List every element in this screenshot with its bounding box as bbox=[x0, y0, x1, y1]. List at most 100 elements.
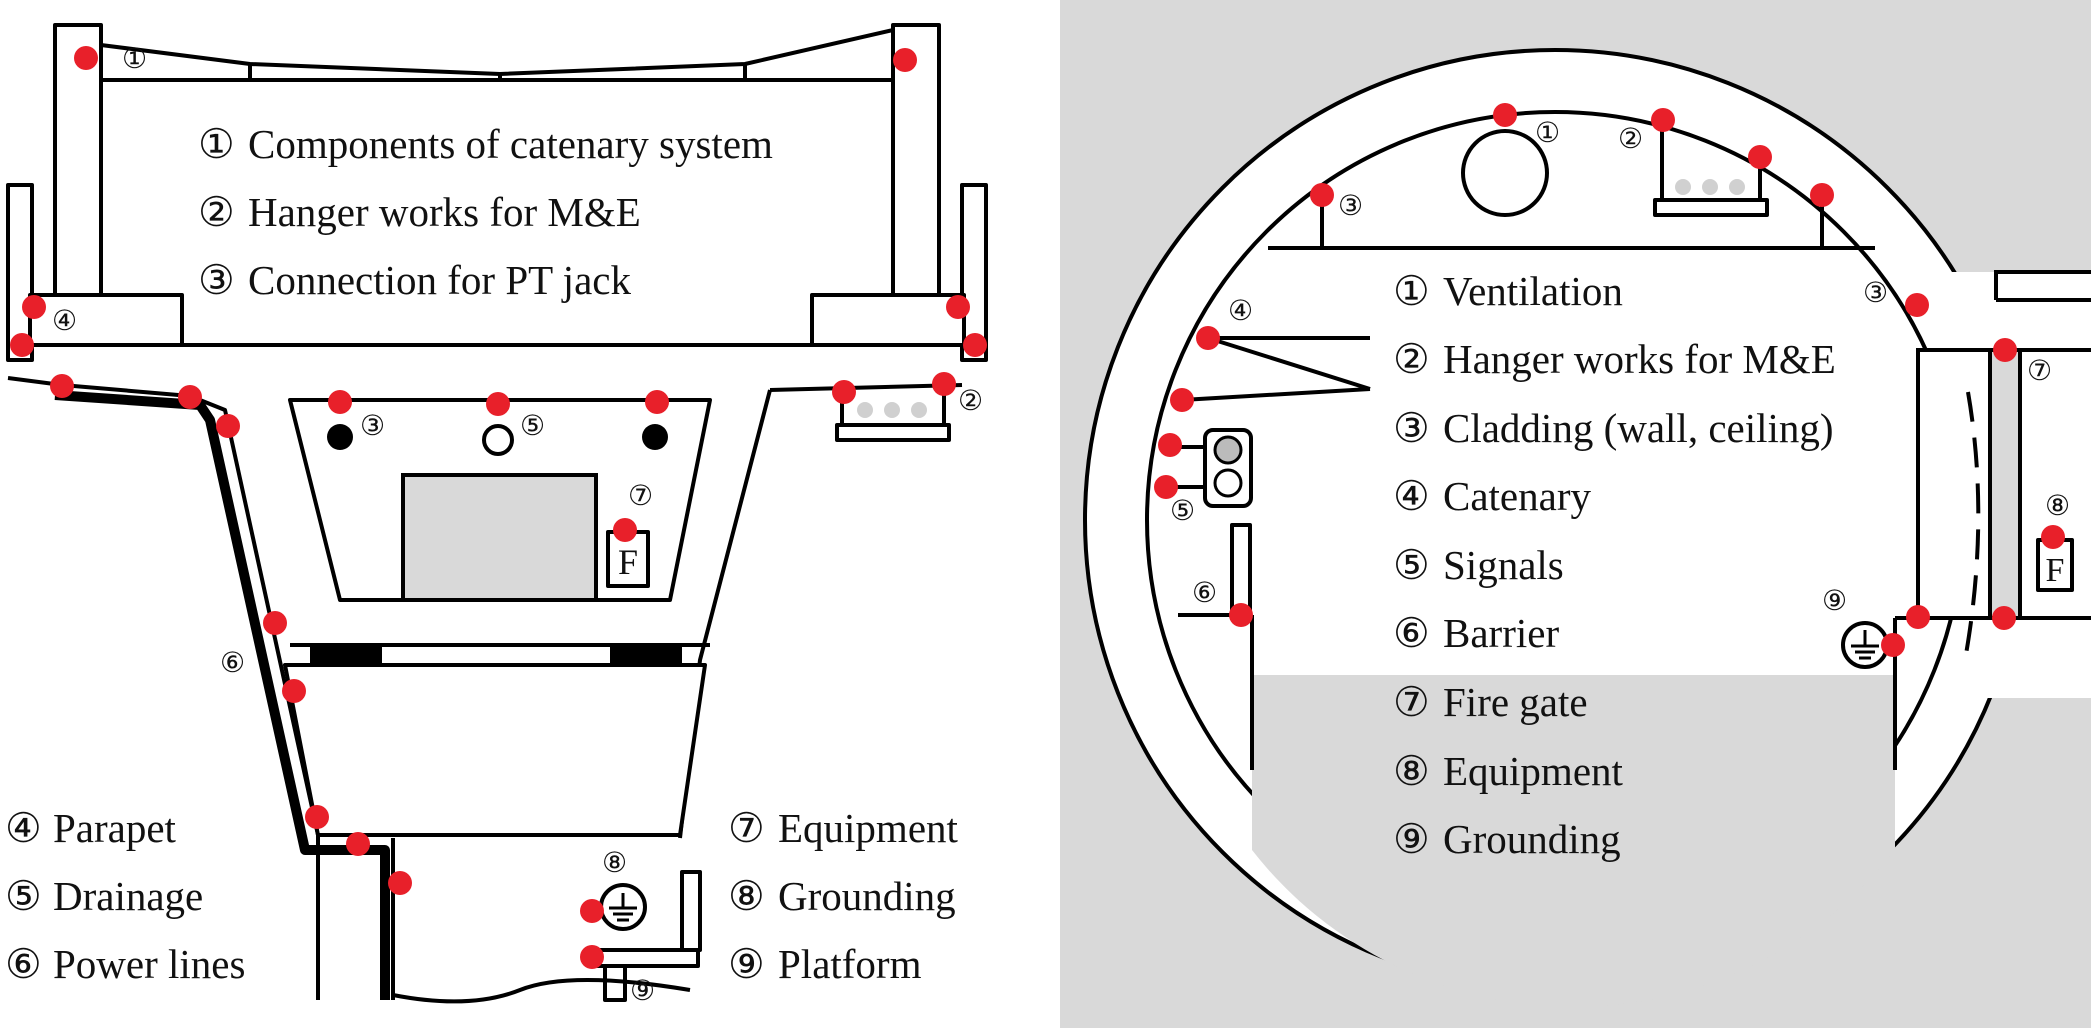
point-marker bbox=[1493, 103, 1517, 127]
point-marker bbox=[1906, 605, 1930, 629]
tunnel-marker-8: ⑧ bbox=[2045, 491, 2070, 522]
point-marker bbox=[1158, 433, 1182, 457]
bridge-marker-9: ⑨ bbox=[630, 976, 655, 1007]
legend-text: Platform bbox=[778, 941, 922, 987]
bridge-left-web bbox=[61, 383, 320, 1000]
bridge-points bbox=[10, 46, 987, 969]
legend-num: ⑧ bbox=[728, 873, 765, 919]
point-marker bbox=[1310, 183, 1334, 207]
tunnel-equipment-label: F bbox=[2046, 552, 2065, 589]
point-marker bbox=[932, 372, 956, 396]
point-marker bbox=[50, 374, 74, 398]
point-marker bbox=[1993, 338, 2017, 362]
legend-text: Barrier bbox=[1443, 610, 1559, 656]
point-marker bbox=[613, 518, 637, 542]
bridge-section: F ① ② ③ ④ ⑤ ⑥ ⑦ ⑧ ⑨ bbox=[5, 23, 988, 1007]
tunnel-marker-6: ⑥ bbox=[1192, 578, 1217, 609]
point-marker bbox=[1170, 388, 1194, 412]
tunnel-fire-gate bbox=[1988, 348, 2022, 620]
point-marker bbox=[22, 295, 46, 319]
point-marker bbox=[1229, 603, 1253, 627]
tunnel-marker-5: ⑤ bbox=[1170, 496, 1195, 527]
legend-num: ① bbox=[1393, 268, 1430, 314]
point-marker bbox=[580, 945, 604, 969]
tunnel-marker-9: ⑨ bbox=[1822, 586, 1847, 617]
bridge-marker-8: ⑧ bbox=[602, 848, 627, 879]
legend-text: Grounding bbox=[778, 873, 956, 919]
point-marker bbox=[328, 390, 352, 414]
tunnel-section: F ① ② ③ ③ bbox=[1060, 0, 2091, 1028]
point-marker bbox=[580, 899, 604, 923]
tunnel-catenary bbox=[1181, 387, 1371, 402]
bridge-marker-3: ③ bbox=[360, 411, 385, 442]
point-marker bbox=[305, 805, 329, 829]
point-marker bbox=[216, 414, 240, 438]
tunnel-barrier bbox=[1230, 523, 1252, 617]
point-marker bbox=[1992, 606, 2016, 630]
tunnel-marker-2: ② bbox=[1618, 124, 1643, 155]
legend-text: Cladding (wall, ceiling) bbox=[1443, 405, 1834, 451]
legend-num: ② bbox=[1393, 336, 1430, 382]
bridge-canopy bbox=[100, 28, 894, 76]
legend-num: ④ bbox=[1393, 473, 1430, 519]
legend-num: ③ bbox=[1393, 405, 1430, 451]
bridge-bearing-left bbox=[310, 645, 382, 665]
point-marker bbox=[1196, 326, 1220, 350]
bridge-right-parapet-block bbox=[810, 293, 966, 347]
point-marker bbox=[388, 871, 412, 895]
point-marker bbox=[1881, 633, 1905, 657]
point-marker bbox=[486, 392, 510, 416]
point-marker bbox=[1651, 108, 1675, 132]
bridge-legend-inside: ① Components of catenary system ② Hanger… bbox=[198, 121, 773, 303]
point-marker bbox=[1748, 145, 1772, 169]
bridge-bearing-right bbox=[610, 645, 682, 665]
tunnel-marker-1: ① bbox=[1535, 118, 1560, 149]
point-marker bbox=[1905, 293, 1929, 317]
tunnel-marker-7: ⑦ bbox=[2027, 356, 2052, 387]
point-marker bbox=[963, 333, 987, 357]
bridge-power-line bbox=[54, 390, 390, 1000]
legend-text: Grounding bbox=[1443, 816, 1621, 862]
legend-text: Drainage bbox=[53, 873, 203, 919]
point-marker bbox=[178, 385, 202, 409]
bridge-drain bbox=[482, 424, 514, 456]
bridge-pier-cut bbox=[392, 978, 691, 1004]
bridge-hanger-tray bbox=[835, 423, 951, 442]
legend-num: ⑧ bbox=[1393, 748, 1430, 794]
legend-text: Equipment bbox=[778, 805, 959, 851]
legend-text: Ventilation bbox=[1443, 268, 1623, 314]
legend-num: ⑤ bbox=[1393, 542, 1430, 588]
legend-text: Equipment bbox=[1443, 748, 1624, 794]
tunnel-gate-swing bbox=[1963, 391, 1981, 661]
legend-num: ⑨ bbox=[1393, 816, 1430, 862]
legend-num: ⑥ bbox=[5, 941, 42, 987]
legend-text: Parapet bbox=[53, 805, 177, 851]
point-marker bbox=[10, 333, 34, 357]
bridge-equipment-label: F bbox=[618, 542, 638, 582]
point-marker bbox=[946, 295, 970, 319]
bridge-marker-6: ⑥ bbox=[220, 648, 245, 679]
bridge-center-block bbox=[401, 473, 598, 602]
legend-text: Signals bbox=[1443, 542, 1564, 588]
point-marker bbox=[263, 611, 287, 635]
legend-text: Connection for PT jack bbox=[248, 257, 631, 303]
bridge-marker-1: ① bbox=[122, 44, 147, 75]
legend-text: Fire gate bbox=[1443, 679, 1588, 725]
point-marker bbox=[832, 380, 856, 404]
tunnel-marker-4: ④ bbox=[1228, 296, 1253, 327]
bridge-marker-4: ④ bbox=[52, 306, 77, 337]
legend-text: Components of catenary system bbox=[248, 121, 773, 167]
point-marker bbox=[346, 832, 370, 856]
point-marker bbox=[282, 679, 306, 703]
point-marker bbox=[893, 48, 917, 72]
bridge-legend-right: ⑦ Equipment ⑧ Grounding ⑨ Platform bbox=[728, 805, 959, 987]
tunnel-marker-3a: ③ bbox=[1338, 191, 1363, 222]
point-marker bbox=[645, 390, 669, 414]
tunnel-ventilation-fan bbox=[1461, 129, 1549, 217]
bridge-marker-5: ⑤ bbox=[520, 411, 545, 442]
tunnel-points bbox=[1154, 103, 2065, 657]
point-marker bbox=[74, 46, 98, 70]
bridge-lower-girder bbox=[283, 663, 707, 837]
